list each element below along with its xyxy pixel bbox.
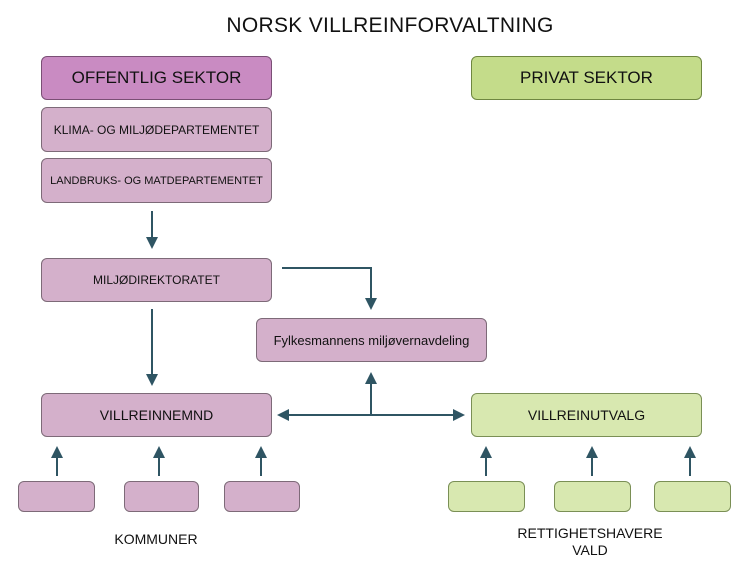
miljodirektoratet-box: MILJØDIREKTORATET <box>41 258 272 302</box>
rettighetshaver-box-1 <box>448 481 525 512</box>
diagram-title: NORSK VILLREINFORVALTNING <box>226 14 554 37</box>
fylkesmannens-miljovernavdeling-box: Fylkesmannens miljøvernavdeling <box>256 318 487 362</box>
kommune-box-1 <box>18 481 95 512</box>
villreinutvalg-box: VILLREINUTVALG <box>471 393 702 437</box>
rettighetshaver-box-2 <box>554 481 631 512</box>
kommuner-label: KOMMUNER <box>114 531 198 547</box>
arrow-directorate-to-county <box>282 267 377 310</box>
rettighetshaver-box-3 <box>654 481 731 512</box>
kommune-box-3 <box>224 481 300 512</box>
offentlig-sektor-header: OFFENTLIG SEKTOR <box>41 56 272 100</box>
rettighetshavere-label-line1: RETTIGHETSHAVERE <box>517 525 663 541</box>
landbruks-matdepartementet-box: LANDBRUKS- OG MATDEPARTEMENTET <box>41 158 272 203</box>
villreinnemnd-box: VILLREINNEMND <box>41 393 272 437</box>
rettighetshavere-label: RETTIGHETSHAVERE VALD <box>490 525 690 559</box>
kommune-box-2 <box>124 481 199 512</box>
rettighetshavere-label-line2: VALD <box>572 542 608 558</box>
klima-miljodepartementet-box: KLIMA- OG MILJØDEPARTEMENTET <box>41 107 272 152</box>
privat-sektor-header: PRIVAT SEKTOR <box>471 56 702 100</box>
